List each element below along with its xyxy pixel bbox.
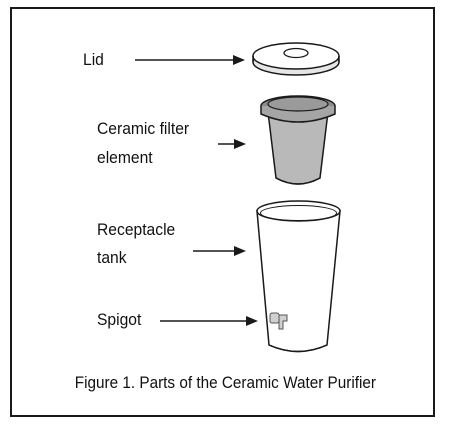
tank-label-line1: Receptacle (97, 220, 176, 239)
figure-caption-text: Figure 1. Parts of the Ceramic Water Pur… (74, 373, 376, 392)
filter-illustration (260, 95, 336, 185)
spigot-illustration (269, 312, 288, 330)
lid-illustration (252, 42, 340, 76)
filter-label-line2: element (97, 148, 153, 167)
figure-caption: Figure 1. Parts of the Ceramic Water Pur… (0, 373, 450, 393)
filter-arrow (218, 139, 246, 149)
tank-illustration (256, 200, 341, 353)
tank-arrow (193, 246, 246, 256)
spigot-label: Spigot (97, 310, 142, 329)
tank-label-line2: tank (97, 248, 127, 267)
filter-label-line1: Ceramic filter (97, 119, 190, 138)
lid-label: Lid (83, 50, 104, 69)
lid-arrow (135, 55, 245, 65)
spigot-arrow (160, 316, 258, 326)
figure-frame (10, 7, 435, 417)
